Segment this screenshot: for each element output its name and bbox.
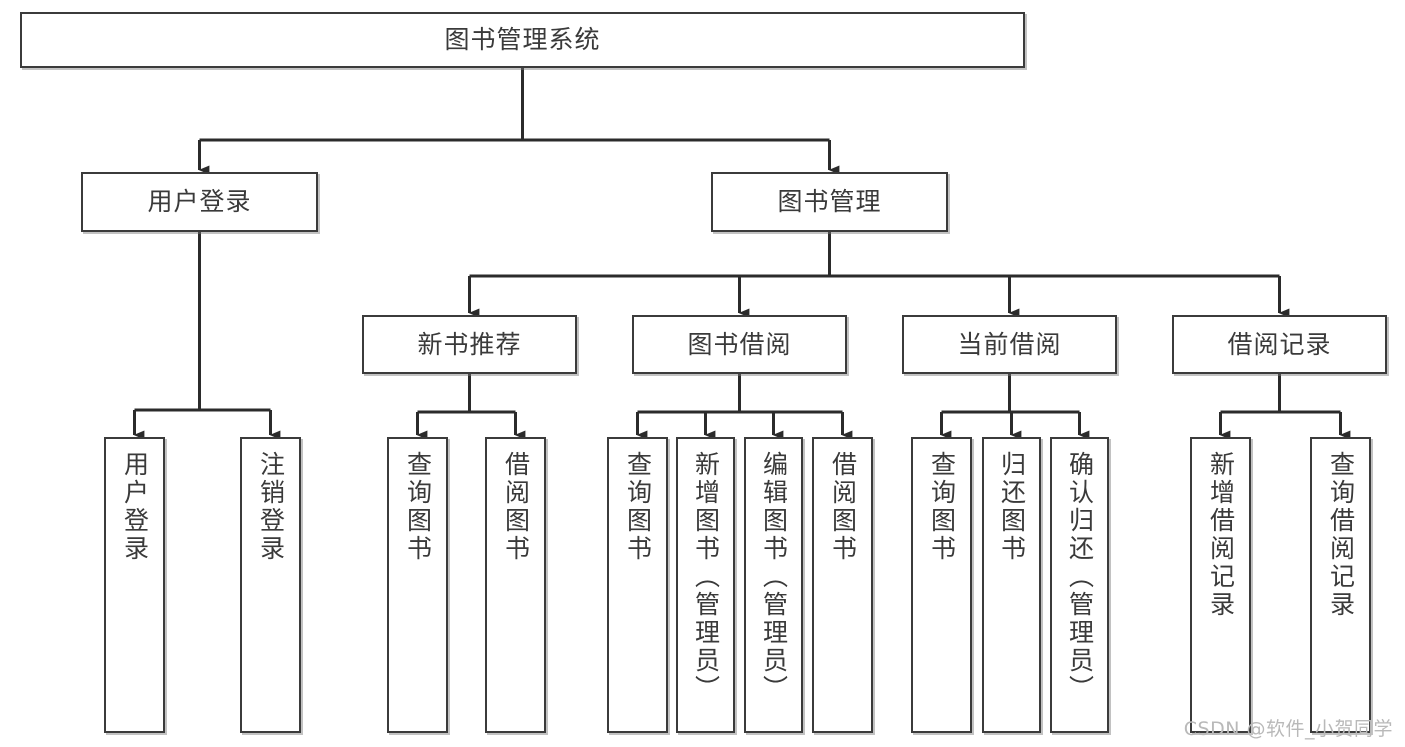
leaf-box-9[interactable]: 归还图书 <box>982 437 1041 733</box>
leaf-box-10[interactable]: 确认归还（管理员） <box>1050 437 1109 733</box>
node-label: 注销登录 <box>256 451 286 563</box>
level3-box-3[interactable]: 借阅记录 <box>1172 315 1387 374</box>
level2-box-0[interactable]: 用户登录 <box>81 172 318 232</box>
leaf-box-5[interactable]: 新增图书（管理员） <box>676 437 735 733</box>
root-box-0[interactable]: 图书管理系统 <box>20 12 1025 68</box>
leaf-box-4[interactable]: 查询图书 <box>607 437 668 733</box>
node-label: 查询图书 <box>403 451 433 563</box>
node-label: 借阅图书 <box>828 451 858 563</box>
node-label: 当前借阅 <box>957 329 1062 359</box>
level2-box-1[interactable]: 图书管理 <box>711 172 948 232</box>
node-label: 新增借阅记录 <box>1206 451 1236 619</box>
node-label: 借阅记录 <box>1227 329 1332 359</box>
leaf-box-7[interactable]: 借阅图书 <box>812 437 873 733</box>
node-label: 图书管理系统 <box>444 25 601 55</box>
leaf-box-6[interactable]: 编辑图书（管理员） <box>744 437 803 733</box>
node-label: 查询借阅记录 <box>1326 451 1356 619</box>
node-label: 确认归还（管理员） <box>1065 451 1095 703</box>
leaf-box-12[interactable]: 查询借阅记录 <box>1310 437 1371 733</box>
watermark-text: CSDN @软件_小贺同学 <box>1183 718 1393 740</box>
level3-box-1[interactable]: 图书借阅 <box>632 315 847 374</box>
leaf-box-8[interactable]: 查询图书 <box>911 437 972 733</box>
node-label: 查询图书 <box>623 451 653 563</box>
leaf-box-1[interactable]: 注销登录 <box>240 437 301 733</box>
node-label: 借阅图书 <box>501 451 531 563</box>
node-label: 新书推荐 <box>417 329 522 359</box>
node-label: 查询图书 <box>927 451 957 563</box>
node-label: 图书管理 <box>777 187 882 217</box>
leaf-box-3[interactable]: 借阅图书 <box>485 437 546 733</box>
level3-box-0[interactable]: 新书推荐 <box>362 315 577 374</box>
connector-lines <box>133 68 1351 440</box>
leaf-box-2[interactable]: 查询图书 <box>387 437 448 733</box>
node-label: 图书借阅 <box>687 329 792 359</box>
node-label: 用户登录 <box>120 451 150 563</box>
level3-box-2[interactable]: 当前借阅 <box>902 315 1117 374</box>
leaf-box-0[interactable]: 用户登录 <box>104 437 165 733</box>
leaf-box-11[interactable]: 新增借阅记录 <box>1190 437 1251 733</box>
node-label: 用户登录 <box>147 187 252 217</box>
node-label: 新增图书（管理员） <box>691 451 721 703</box>
node-label: 编辑图书（管理员） <box>759 451 789 703</box>
node-label: 归还图书 <box>997 451 1027 563</box>
